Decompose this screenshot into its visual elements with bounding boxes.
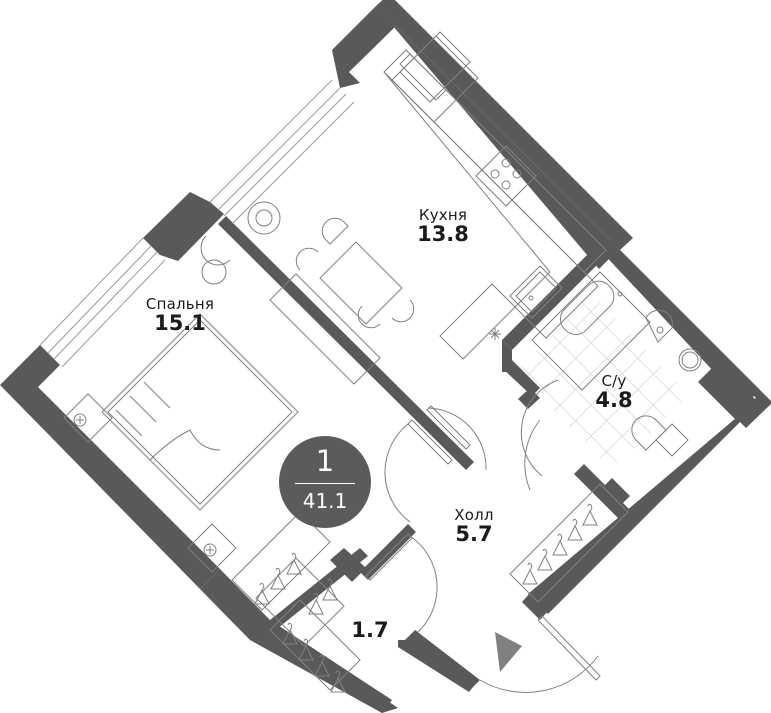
bathroom-tiles xyxy=(515,295,690,470)
room-area: 1.7 xyxy=(351,618,389,642)
apartment-summary-badge: 1 41.1 xyxy=(279,436,371,528)
entrance-triangle-icon xyxy=(495,632,522,672)
room-label-bathroom: С/у 4.8 xyxy=(584,374,644,411)
room-label-hall: Холл 5.7 xyxy=(436,508,512,545)
windows xyxy=(39,79,355,368)
room-name: Кухня xyxy=(418,206,468,224)
bedroom-furniture xyxy=(63,313,331,611)
room-name: Спальня xyxy=(145,295,215,313)
hall-wardrobes xyxy=(255,483,629,691)
kitchen-furniture xyxy=(200,31,607,385)
room-area: 15.1 xyxy=(154,311,206,335)
total-area: 41.1 xyxy=(302,489,348,513)
room-label-bedroom: Спальня 15.1 xyxy=(132,297,228,334)
badge-divider xyxy=(295,483,355,484)
room-area: 4.8 xyxy=(595,388,633,412)
room-area: 5.7 xyxy=(455,522,493,546)
rooms-count: 1 xyxy=(315,444,335,478)
room-name: С/у xyxy=(601,372,627,390)
room-area: 13.8 xyxy=(417,222,469,246)
room-label-kitchen: Кухня 13.8 xyxy=(398,208,488,245)
room-label-wardrobe: 1.7 xyxy=(340,619,400,641)
room-name: Холл xyxy=(454,506,494,524)
doors xyxy=(365,379,601,693)
